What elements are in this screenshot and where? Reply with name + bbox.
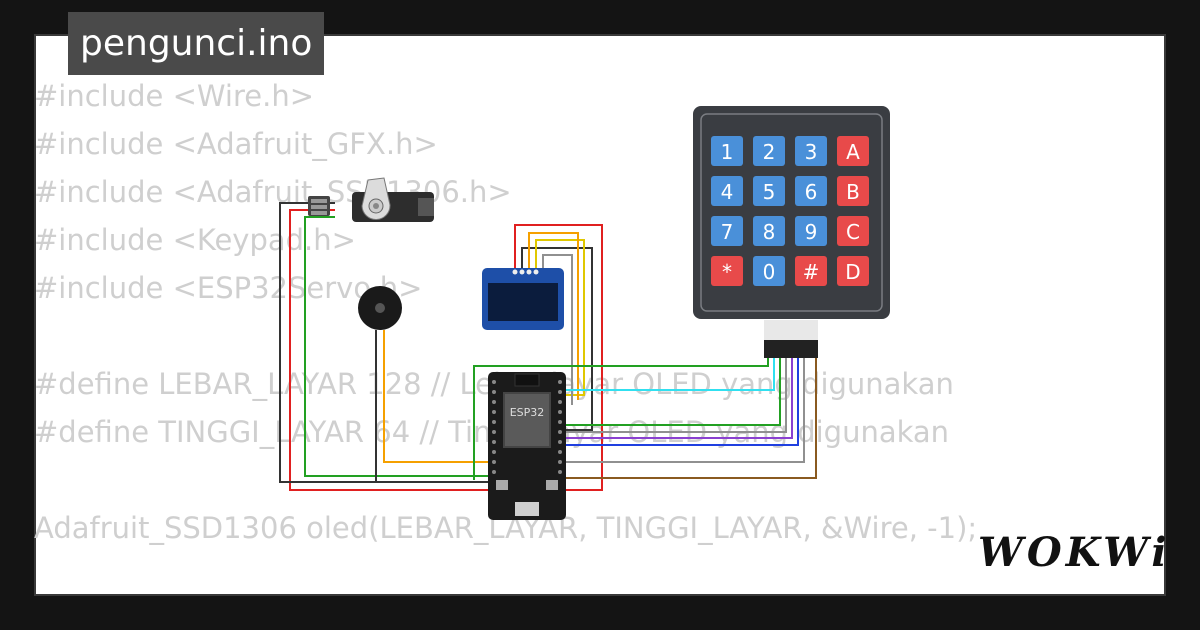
code-line: #include <Keypad.h> xyxy=(34,223,356,257)
esp32-board[interactable]: ESP32 xyxy=(488,372,566,520)
keypad-key-0[interactable]: 0 xyxy=(753,256,785,286)
wire-keypad-green2[interactable] xyxy=(565,355,781,426)
wire-keypad-green[interactable] xyxy=(473,355,769,480)
keypad-key-label: 0 xyxy=(763,260,776,284)
keypad-key-#[interactable]: # xyxy=(795,256,827,286)
wire-servo-green[interactable] xyxy=(304,216,490,477)
keypad-key-5[interactable]: 5 xyxy=(753,176,785,206)
keypad-key-8[interactable]: 8 xyxy=(753,216,785,246)
wire-keypad-purple[interactable] xyxy=(565,355,793,439)
keypad-4x4[interactable]: 1 2 3 A 4 5 6 B 7 8 9 C * 0 # D xyxy=(693,106,890,358)
keypad-key-label: * xyxy=(722,260,732,284)
keypad-key-3[interactable]: 3 xyxy=(795,136,827,166)
code-line: #include <Adafruit_GFX.h> xyxy=(34,127,438,161)
file-title: pengunci.ino xyxy=(68,12,325,75)
code-line: #include <ESP32Servo.h> xyxy=(34,271,423,305)
code-line: #include <Wire.h> xyxy=(34,79,315,113)
wire-buzzer-orange[interactable] xyxy=(383,330,490,463)
wire-keypad-gray[interactable] xyxy=(565,355,787,433)
keypad-key-2[interactable]: 2 xyxy=(753,136,785,166)
wires xyxy=(279,202,817,491)
keypad-key-label: 4 xyxy=(721,180,734,204)
keypad-key-*[interactable]: * xyxy=(711,256,743,286)
buzzer[interactable] xyxy=(358,286,402,330)
wokwi-logo: WOKWi xyxy=(978,529,1171,576)
keypad-key-label: 9 xyxy=(805,220,818,244)
wire-keypad-cyan[interactable] xyxy=(565,355,775,391)
code-line: Adafruit_SSD1306 oled(LEBAR_LAYAR, TINGG… xyxy=(34,511,978,545)
keypad-key-D[interactable]: D xyxy=(837,256,869,286)
wire-keypad-brown[interactable] xyxy=(565,355,817,479)
keypad-key-label: B xyxy=(846,180,860,204)
wire-servo-red[interactable] xyxy=(289,209,603,491)
wire-oled-black[interactable] xyxy=(521,247,593,431)
wire-oled-orange[interactable] xyxy=(528,232,579,400)
keypad-key-6[interactable]: 6 xyxy=(795,176,827,206)
keypad-key-7[interactable]: 7 xyxy=(711,216,743,246)
keypad-key-label: D xyxy=(845,260,860,284)
oled-display[interactable] xyxy=(482,268,564,330)
wire-keypad-gray2[interactable] xyxy=(565,355,805,463)
keypad-key-A[interactable]: A xyxy=(837,136,869,166)
keypad-key-label: 8 xyxy=(763,220,776,244)
keypad-key-label: # xyxy=(803,260,820,284)
keypad-key-label: 1 xyxy=(721,140,734,164)
board-label: ESP32 xyxy=(510,406,545,419)
keypad-key-9[interactable]: 9 xyxy=(795,216,827,246)
servo-motor[interactable] xyxy=(308,177,434,222)
keypad-key-label: 3 xyxy=(805,140,818,164)
keypad-key-1[interactable]: 1 xyxy=(711,136,743,166)
code-line: #include <Adafruit_SSD1306.h> xyxy=(34,175,512,209)
keypad-key-label: A xyxy=(846,140,860,164)
keypad-key-label: C xyxy=(846,220,860,244)
diagram-canvas xyxy=(34,34,1166,596)
keypad-key-C[interactable]: C xyxy=(837,216,869,246)
keypad-key-label: 2 xyxy=(763,140,776,164)
keypad-key-label: 6 xyxy=(805,180,818,204)
keypad-key-4[interactable]: 4 xyxy=(711,176,743,206)
wire-keypad-blue[interactable] xyxy=(565,355,799,446)
keypad-key-label: 7 xyxy=(721,220,734,244)
keypad-key-label: 5 xyxy=(763,180,776,204)
wire-oled-gray[interactable] xyxy=(542,254,573,405)
wire-servo-black[interactable] xyxy=(279,202,490,483)
keypad-key-B[interactable]: B xyxy=(837,176,869,206)
